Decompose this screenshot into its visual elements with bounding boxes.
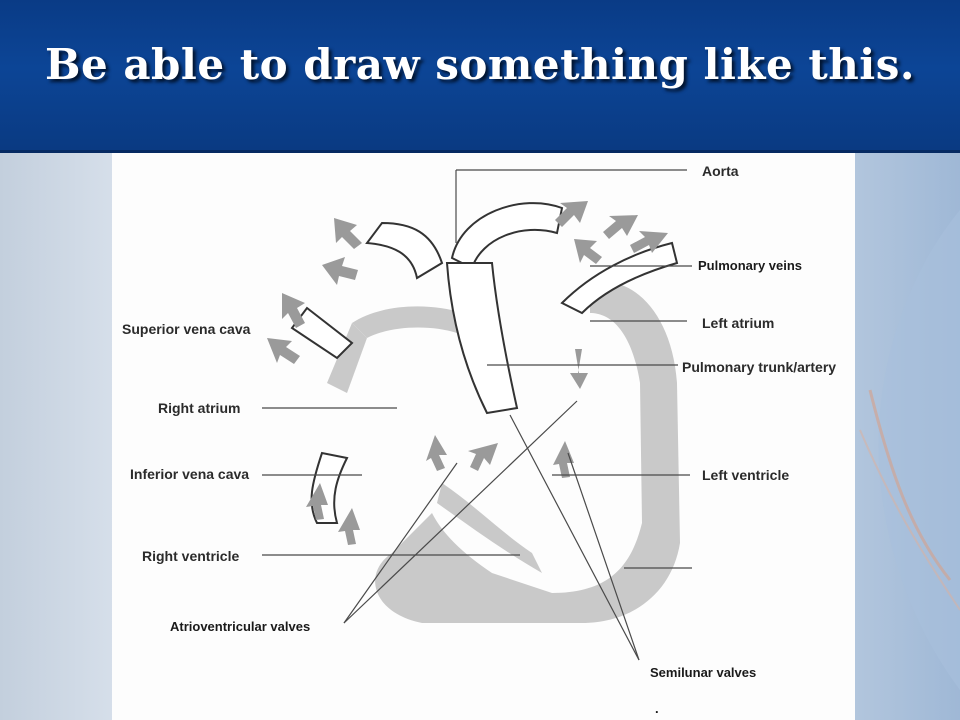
leader-semilunar-2 xyxy=(567,452,640,661)
heart-diagram-panel: Aorta Pulmonary veins Left atrium Pulmon… xyxy=(112,153,855,720)
decorative-arm-graphic xyxy=(859,210,960,690)
label-aorta: Aorta xyxy=(702,163,739,179)
label-atrioventricular-valves: Atrioventricular valves xyxy=(170,619,310,634)
diagram-labels: Aorta Pulmonary veins Left atrium Pulmon… xyxy=(122,163,836,716)
arrow-down-left-atrium xyxy=(570,349,588,389)
label-pulmonary-veins: Pulmonary veins xyxy=(698,258,802,273)
leader-av-valve-2 xyxy=(343,400,578,624)
label-superior-vena-cava: Superior vena cava xyxy=(122,321,251,337)
label-pulmonary-trunk: Pulmonary trunk/artery xyxy=(682,359,836,375)
label-inferior-vena-cava: Inferior vena cava xyxy=(130,466,249,482)
arrow-down-av xyxy=(426,435,447,471)
arrow-up-trunk xyxy=(468,443,498,471)
label-left-atrium: Left atrium xyxy=(702,315,774,331)
arrow-down-right-1 xyxy=(282,293,305,328)
arrow-down-left-2 xyxy=(630,231,668,253)
leader-av-valve-1 xyxy=(343,462,458,624)
heart-walls xyxy=(327,281,680,623)
arrow-up-left-2 xyxy=(322,257,358,285)
vessels xyxy=(290,202,679,524)
arrow-up-aorta xyxy=(553,441,574,478)
arrow-up-left-1 xyxy=(334,218,362,249)
slide-title: Be able to draw something like this. xyxy=(45,40,915,89)
arrow-right xyxy=(574,239,602,264)
arrow-up-ivc-2 xyxy=(338,508,360,545)
label-right-ventricle: Right ventricle xyxy=(142,548,239,564)
label-right-atrium: Right atrium xyxy=(158,400,240,416)
leader-lines xyxy=(262,169,692,661)
label-left-ventricle: Left ventricle xyxy=(702,467,789,483)
leader-semilunar-1 xyxy=(509,414,640,661)
label-semilunar-valves: Semilunar valves xyxy=(650,665,756,680)
arrow-down-left-1 xyxy=(603,215,638,239)
arrow-up-right xyxy=(555,201,588,227)
flow-arrows xyxy=(267,201,668,545)
footnote-dot: . xyxy=(655,701,659,716)
arrow-up-ivc-1 xyxy=(306,483,328,520)
title-bar: Be able to draw something like this. xyxy=(0,0,960,153)
heart-diagram: Aorta Pulmonary veins Left atrium Pulmon… xyxy=(122,163,836,716)
arrow-down-right-2 xyxy=(267,338,300,364)
